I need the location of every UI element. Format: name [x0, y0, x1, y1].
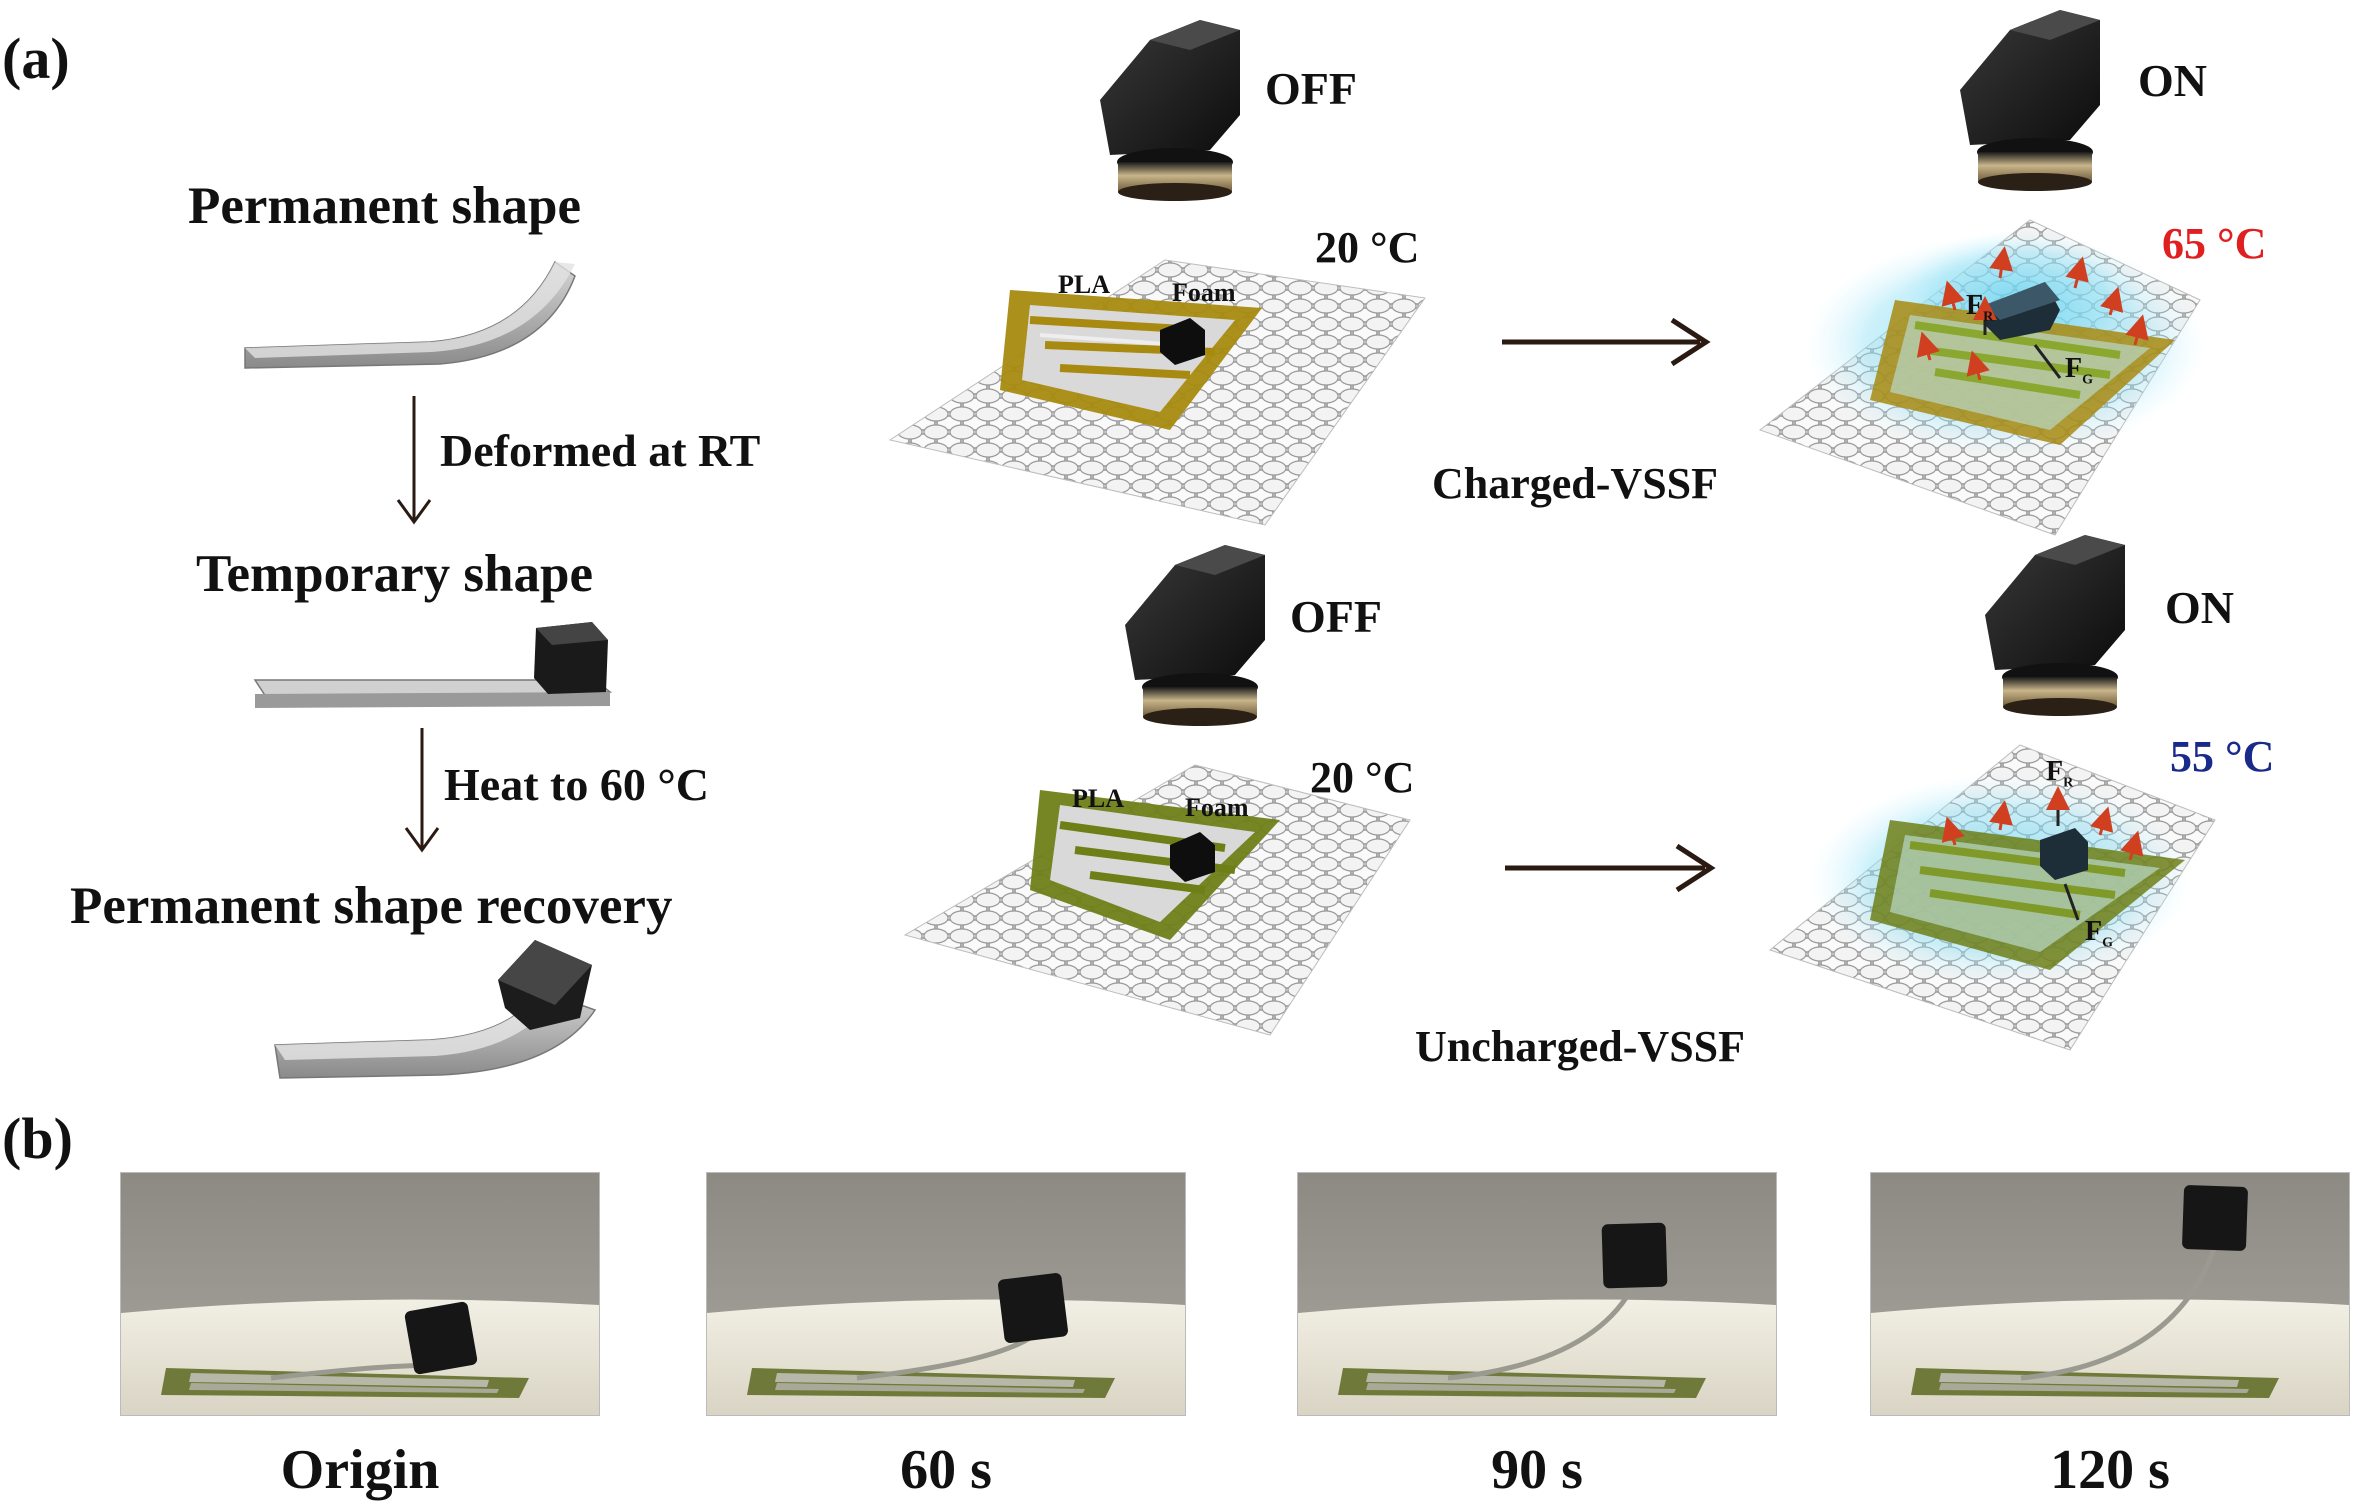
uncharged-force-r: FR	[2046, 756, 2074, 791]
frame-foam-cube	[1601, 1222, 1668, 1289]
charged-lamp-off-label: OFF	[1265, 63, 1357, 114]
frame-photo-origin	[120, 1172, 600, 1416]
uncharged-pla-label: PLA	[1072, 784, 1124, 813]
frame-caption-origin: Origin	[280, 1439, 440, 1501]
step-permanent-shape: Permanent shape	[188, 177, 582, 235]
charged-lamp-on-label: ON	[2138, 55, 2207, 106]
fabric-charged-before	[888, 259, 1426, 526]
uncharged-force-g: FG	[2085, 916, 2113, 951]
uncharged-temp-before: 20 °C	[1310, 753, 1415, 802]
deformed-arrow	[396, 396, 432, 525]
transition-arrow-charged	[1502, 317, 1711, 367]
frame-strip	[856, 1333, 1035, 1381]
recovered-shape-beam	[274, 940, 597, 1079]
transition-arrow-uncharged	[1505, 843, 1716, 893]
frame-photo-120s	[1870, 1172, 2350, 1416]
uncharged-lamp-off-label: OFF	[1290, 591, 1382, 642]
lamp-on-uncharged	[1985, 535, 2125, 716]
heat-arrows-charged	[1916, 246, 2149, 381]
step-shape-recovery: Permanent shape recovery	[70, 877, 673, 935]
frame-foam-cube	[2182, 1185, 2248, 1251]
charged-temp-before: 20 °C	[1315, 223, 1420, 272]
arrow-heat-label: Heat to 60 °C	[444, 759, 709, 810]
fabric-charged-after	[1758, 219, 2205, 536]
lamp-off-charged	[1100, 20, 1240, 201]
frame-photo-90s	[1297, 1172, 1777, 1416]
fabric-uncharged-before	[903, 764, 1411, 1036]
frame-strip	[1447, 1282, 1637, 1381]
frame-foam-cube	[404, 1301, 478, 1375]
lamp-off-uncharged	[1125, 545, 1265, 726]
fabric-uncharged-after	[1768, 744, 2216, 1051]
charged-force-g: FG	[2065, 353, 2093, 388]
uncharged-temp-after: 55 °C	[2170, 732, 2275, 781]
charged-temp-after: 65 °C	[2162, 219, 2267, 268]
frame-caption-90s: 90 s	[1491, 1439, 1583, 1501]
frame-caption-60s: 60 s	[900, 1439, 992, 1501]
heat-arrow	[404, 728, 440, 853]
charged-pla-label: PLA	[1058, 270, 1110, 299]
frame-strip	[2020, 1245, 2218, 1381]
uncharged-foam-label: Foam	[1185, 793, 1249, 822]
lamp-on-charged	[1960, 10, 2100, 191]
step-temporary-shape: Temporary shape	[196, 545, 594, 603]
heat-arrows-uncharged	[1941, 800, 2144, 861]
temporary-shape-beam	[253, 622, 613, 708]
arrow-deformed-label: Deformed at RT	[440, 425, 761, 476]
sensor-pattern-charged-after	[1870, 300, 2175, 445]
frame-foam-cube	[998, 1273, 1068, 1343]
charged-vssf-caption: Charged-VSSF	[1432, 459, 1719, 508]
panel-a-label: (a)	[2, 26, 70, 91]
charged-foam-label: Foam	[1172, 278, 1236, 307]
permanent-shape-beam	[244, 260, 576, 369]
sensor-pattern-uncharged-after	[1870, 820, 2185, 970]
frame-photo-60s	[706, 1172, 1186, 1416]
uncharged-lamp-on-label: ON	[2165, 582, 2234, 633]
charged-force-r: FR	[1966, 290, 1994, 325]
frame-caption-120s: 120 s	[2050, 1439, 2170, 1501]
sensor-pattern-uncharged-before	[1030, 790, 1280, 940]
uncharged-vssf-caption: Uncharged-VSSF	[1415, 1022, 1746, 1071]
panel-b-label: (b)	[2, 1106, 73, 1171]
